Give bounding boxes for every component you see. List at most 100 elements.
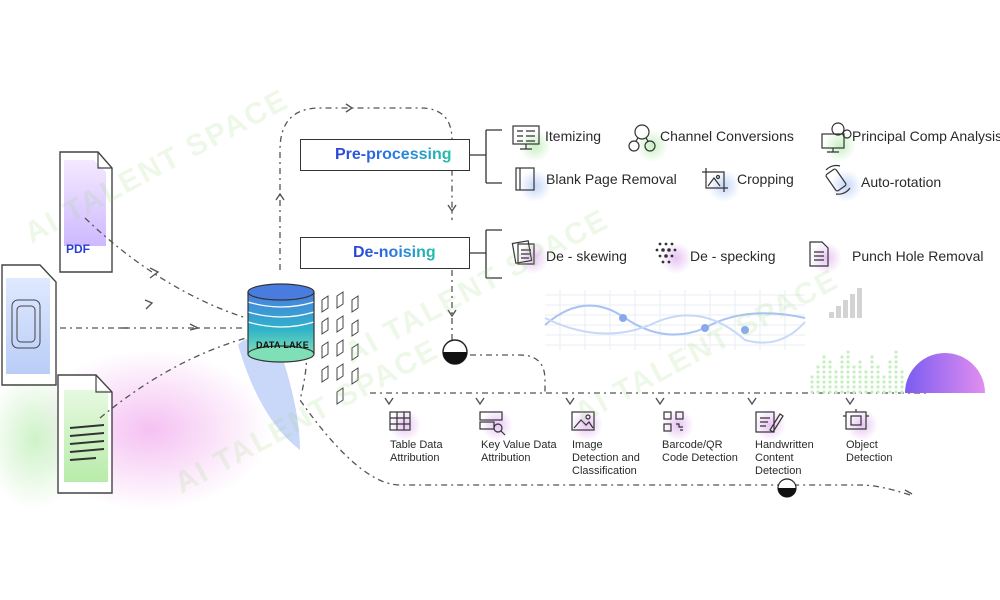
deskewing-label: De - skewing — [546, 248, 627, 264]
equalizer-dot — [870, 375, 874, 379]
equalizer-dot — [858, 360, 862, 364]
cropping-icon — [702, 168, 728, 192]
equalizer-dot — [888, 380, 892, 384]
equalizer-dot — [822, 370, 826, 374]
equalizer-dot — [864, 390, 868, 394]
equalizer-dot — [894, 350, 898, 354]
equalizer-dot — [852, 390, 856, 394]
equalizer-dot — [852, 380, 856, 384]
output-line: Detection and — [572, 452, 640, 464]
equalizer-dot — [840, 365, 844, 369]
equalizer-dot — [852, 385, 856, 389]
flow-arrowheads — [120, 103, 913, 495]
equalizer-dot — [858, 380, 862, 384]
equalizer-dot — [840, 385, 844, 389]
output-line: Detection — [846, 452, 893, 464]
equalizer-dot — [834, 375, 838, 379]
text-document-icon — [57, 374, 113, 494]
equalizer-dot — [834, 390, 838, 394]
equalizer-dot — [888, 365, 892, 369]
equalizer-dot — [840, 355, 844, 359]
equalizer-dot — [828, 375, 832, 379]
purple-semicircle — [905, 353, 985, 393]
equalizer-dot — [876, 375, 880, 379]
equalizer-dot — [876, 385, 880, 389]
equalizer-dot — [894, 390, 898, 394]
auto-rotation-label: Auto-rotation — [861, 174, 942, 190]
equalizer-dot — [822, 380, 826, 384]
output-line: Barcode/QR — [662, 439, 723, 451]
equalizer-dot — [828, 360, 832, 364]
equalizer-dot — [822, 355, 826, 359]
equalizer-dot — [828, 380, 832, 384]
equalizer-dot — [894, 380, 898, 384]
equalizer-dot — [810, 375, 814, 379]
denoising-box: De-noising — [300, 237, 470, 269]
equalizer-dot — [822, 365, 826, 369]
blank-page-icon — [515, 167, 535, 191]
equalizer-dot — [876, 370, 880, 374]
equalizer-dot — [870, 365, 874, 369]
auto-rotation-icon — [825, 164, 851, 195]
equalizer-dot — [888, 390, 892, 394]
output-line: Detection — [755, 465, 802, 477]
preprocessing-title: Pre-processing — [335, 146, 452, 163]
output-object-detection: Object Detection — [846, 439, 892, 465]
equalizer-dot — [900, 380, 904, 384]
equalizer-dot — [816, 380, 820, 384]
output-line: Attribution — [481, 452, 531, 464]
equalizer-dot — [810, 385, 814, 389]
output-line: Image — [572, 439, 603, 451]
denoising-title: De-noising — [353, 244, 436, 261]
equalizer-dot — [870, 370, 874, 374]
equalizer-dot — [816, 390, 820, 394]
equalizer-dot — [822, 375, 826, 379]
equalizer-dot — [876, 380, 880, 384]
equalizer-dot — [888, 370, 892, 374]
equalizer-dot — [822, 385, 826, 389]
equalizer-dot — [816, 365, 820, 369]
equalizer-dot — [894, 365, 898, 369]
equalizer-dot — [876, 390, 880, 394]
equalizer-dot — [870, 385, 874, 389]
blank-page-removal-label: Blank Page Removal — [546, 171, 677, 187]
equalizer-dot — [816, 370, 820, 374]
half-circle-marker-1 — [442, 339, 468, 365]
signal-bars-icon — [829, 288, 862, 318]
equalizer-dot — [882, 380, 886, 384]
equalizer-dot — [840, 370, 844, 374]
equalizer-dot — [816, 385, 820, 389]
equalizer-dot — [858, 390, 862, 394]
punch-hole-icon — [809, 241, 829, 267]
scanned-document-icon — [1, 264, 57, 386]
object-icon — [843, 409, 869, 430]
output-barcode-qr: Barcode/QR Code Detection — [662, 439, 738, 465]
equalizer-dot — [834, 370, 838, 374]
equalizer-dot — [888, 385, 892, 389]
equalizer-dot — [810, 380, 814, 384]
equalizer-dot — [828, 390, 832, 394]
preprocessing-box: Pre-processing — [300, 139, 470, 171]
equalizer-dot — [840, 380, 844, 384]
equalizer-dot — [864, 385, 868, 389]
equalizer-dot — [840, 390, 844, 394]
equalizer-dot — [828, 385, 832, 389]
half-circle-marker-2 — [777, 478, 797, 498]
output-table-data: Table Data Attribution — [390, 439, 443, 465]
equalizer-dot — [888, 375, 892, 379]
equalizer-dot — [828, 370, 832, 374]
equalizer-dot — [900, 385, 904, 389]
equalizer-dot — [834, 380, 838, 384]
equalizer-dot — [846, 370, 850, 374]
equalizer-dot — [846, 385, 850, 389]
equalizer-dot — [882, 390, 886, 394]
equalizer-decoration — [810, 350, 904, 394]
equalizer-dot — [870, 380, 874, 384]
equalizer-dot — [864, 375, 868, 379]
output-line: Key Value Data — [481, 439, 557, 451]
equalizer-dot — [894, 360, 898, 364]
cropping-label: Cropping — [737, 171, 794, 187]
equalizer-dot — [900, 390, 904, 394]
qr-icon — [663, 411, 684, 432]
